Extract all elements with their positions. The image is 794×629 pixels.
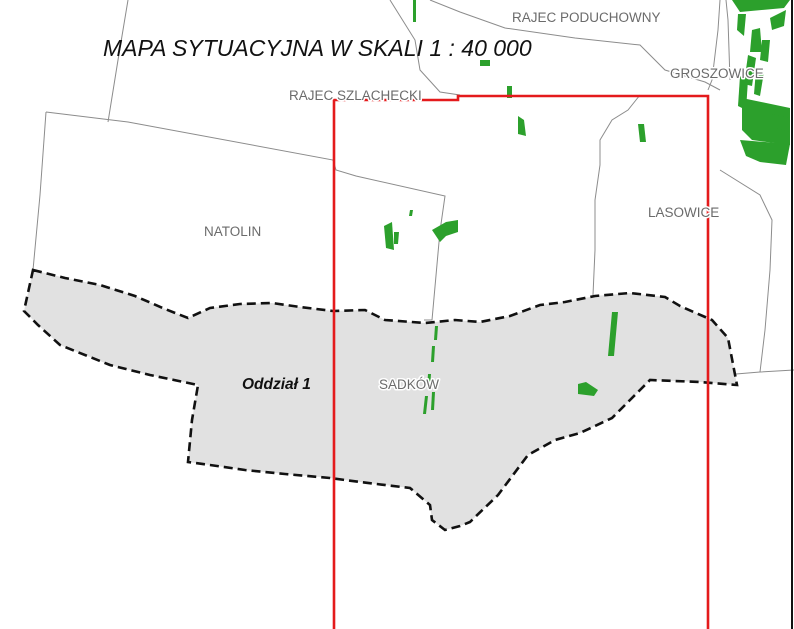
forest-parcel (737, 14, 746, 36)
forest-parcel (413, 0, 416, 22)
forest-parcel (740, 140, 790, 165)
forest-parcel (431, 392, 435, 410)
forest-parcel (754, 70, 764, 96)
place-label-groszowice: GROSZOWICE (670, 66, 764, 81)
forest-unit-polygon (22, 268, 739, 532)
forest-parcel (638, 124, 646, 142)
place-label-rajec-szlachecki: RAJEC SZLACHECKI (289, 88, 422, 103)
boundary-lasowice-south (735, 369, 794, 375)
forest-parcel (432, 220, 458, 242)
forest-parcel (434, 326, 438, 340)
forest-parcel (409, 210, 413, 216)
forest-parcel (770, 10, 786, 30)
forest-parcel (732, 0, 790, 12)
forest-parcel (750, 28, 762, 52)
boundary-natolin-north (107, 0, 129, 123)
forest-parcel (578, 382, 598, 396)
village-boundaries (32, 0, 794, 375)
boundary-rajec-szlachecki (389, 0, 461, 96)
forest-parcel (394, 232, 399, 244)
forest-parcel (384, 222, 394, 250)
forest-parcel (608, 312, 618, 356)
forest-parcel (427, 374, 431, 388)
forest-parcel (760, 40, 770, 62)
place-label-rajec-poduchowny: RAJEC PODUCHOWNY (512, 10, 661, 25)
place-label-sadkow: SADKÓW (379, 377, 439, 392)
forest-parcel (431, 346, 435, 362)
forest-parcel (507, 86, 512, 98)
forest-parcel (742, 98, 790, 145)
forest-parcel (518, 116, 526, 136)
map-title: MAPA SYTUACYJNA W SKALI 1 : 40 000 (103, 35, 532, 61)
forest-parcel (480, 60, 490, 66)
boundary-lasowice-east (719, 169, 773, 373)
forest-parcels (384, 0, 790, 414)
forest-parcel (744, 55, 756, 86)
place-label-lasowice: LASOWICE (648, 205, 719, 220)
boundary-groszowice-east (725, 0, 731, 81)
boundary-natolin (45, 111, 446, 321)
boundary-natolin-west (32, 111, 47, 271)
forest-unit-label: Oddział 1 (242, 376, 311, 393)
forest-parcel (423, 396, 428, 414)
boundary-lasowice-west (592, 94, 641, 296)
place-label-natolin: NATOLIN (204, 224, 261, 239)
boundary-groszowice-west (707, 0, 721, 91)
map-sheet-frame (332, 94, 710, 629)
forest-parcel (772, 114, 790, 132)
boundary-rajec-poduchowny (429, 0, 721, 91)
